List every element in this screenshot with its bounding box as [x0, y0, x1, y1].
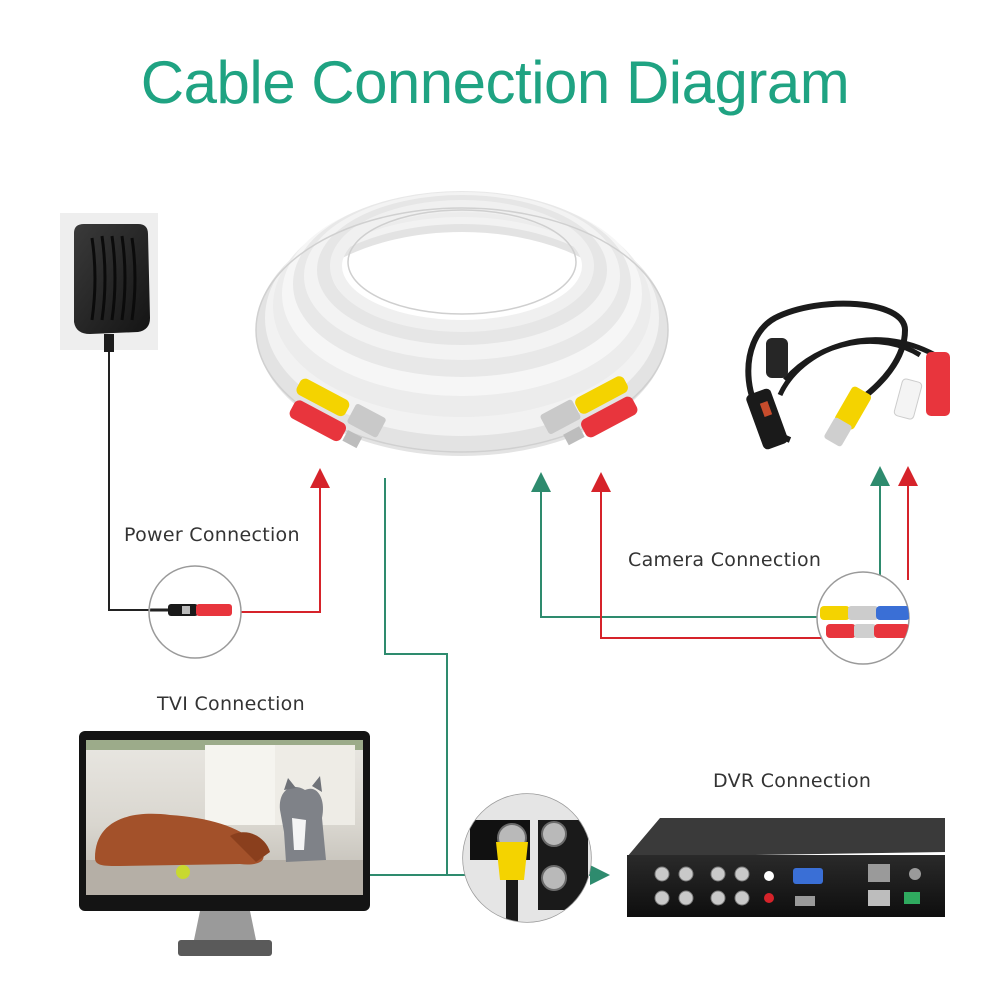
dvr-connection-zoom: [462, 793, 592, 923]
power-adapter-icon: [60, 213, 158, 611]
camera-video-line: [531, 472, 820, 618]
power-connection-label: Power Connection: [124, 524, 300, 546]
camera-connection-label: Camera Connection: [628, 549, 822, 571]
camera-power-line: [591, 472, 830, 639]
power-line: [240, 468, 330, 613]
monitor-icon: [79, 731, 370, 956]
camera-connection-zoom: [816, 571, 910, 665]
tvi-connection-label: TVI Connection: [157, 693, 305, 715]
cable-coil-icon: [255, 191, 669, 456]
dvr-icon: [627, 818, 945, 917]
power-connection-zoom: [148, 565, 242, 659]
dvr-connection-label: DVR Connection: [713, 770, 872, 792]
diagram-title: Cable Connection Diagram: [140, 49, 850, 116]
camera-pigtail-icon: [745, 300, 950, 450]
